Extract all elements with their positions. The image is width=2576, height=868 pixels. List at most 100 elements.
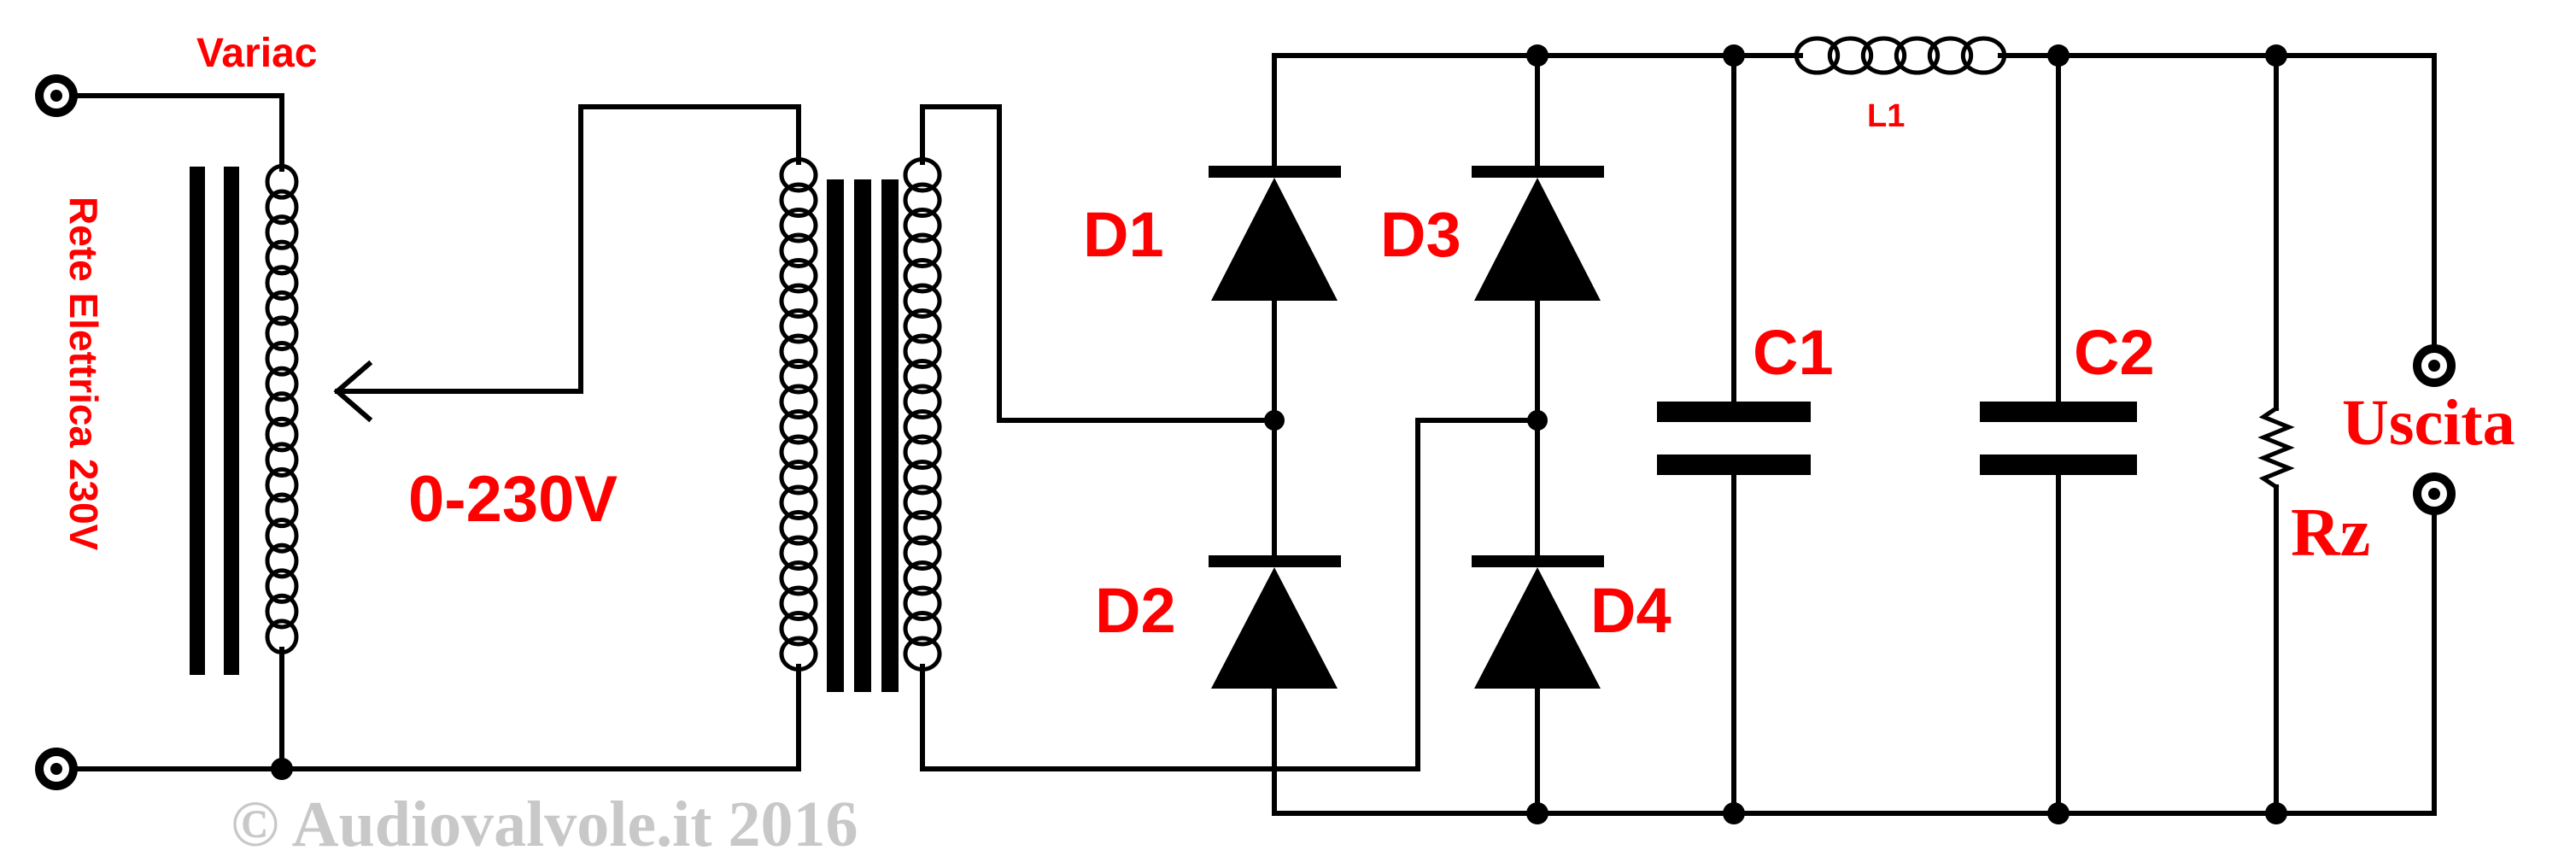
transformer-core-bar-1 — [827, 179, 844, 692]
coil-turn — [903, 459, 942, 496]
coil-turn — [779, 408, 818, 445]
coil-turn — [1927, 36, 1974, 75]
coil-turn — [265, 341, 299, 377]
coil-turn — [1860, 36, 1907, 75]
coil-turn — [903, 182, 942, 219]
voltage-range-label: 0-230V — [408, 463, 618, 536]
coil-turn — [903, 484, 942, 521]
diode-d1-label: D1 — [1083, 199, 1164, 270]
bridge-rectifier — [1209, 53, 2437, 816]
diode-d1[interactable] — [1209, 166, 1341, 301]
coil-turn — [903, 434, 942, 471]
coil-turn — [265, 593, 299, 630]
diode-d2-label: D2 — [1095, 575, 1176, 646]
coil-turn — [265, 265, 299, 301]
coil-turn — [779, 283, 818, 320]
capacitor-c1-label: C1 — [1753, 317, 1834, 388]
capacitor-c2-label: C2 — [2074, 317, 2155, 388]
coil-turn — [903, 560, 942, 596]
variac-wiper-arrowhead — [333, 360, 373, 423]
load-and-output — [2257, 53, 2456, 816]
transformer-secondary-winding — [903, 156, 942, 672]
coil-turn — [265, 366, 299, 402]
coil-turn — [903, 207, 942, 243]
coil-turn — [265, 518, 299, 554]
transformer-core-bar-3 — [881, 179, 899, 692]
coil-turn — [265, 189, 299, 226]
coil-turn — [779, 535, 818, 572]
coil-turn — [265, 239, 299, 276]
coil-turn — [779, 207, 818, 243]
coil-turn — [903, 308, 942, 344]
coil-turn — [779, 308, 818, 344]
coil-turn — [779, 333, 818, 370]
coil-turn — [265, 568, 299, 604]
coil-turn — [903, 585, 942, 622]
variac-winding — [265, 163, 299, 655]
variac-top-lead — [71, 93, 284, 172]
diode-d4-label: D4 — [1590, 575, 1671, 646]
capacitor-c2[interactable] — [1980, 53, 2137, 816]
variac-core-bar-1 — [190, 167, 205, 675]
variac-wiper[interactable] — [335, 104, 801, 394]
coil-turn — [903, 610, 942, 647]
coil-turn — [903, 358, 942, 395]
coil-turn — [903, 509, 942, 546]
coil-turn — [265, 466, 299, 503]
coil-turn — [779, 459, 818, 496]
coil-turn — [1827, 36, 1874, 75]
coil-turn — [779, 484, 818, 521]
junction-dots — [271, 44, 2287, 824]
diode-d3[interactable] — [1472, 166, 1604, 301]
coil-turn — [903, 283, 942, 320]
resistor-rz-label: Rz — [2291, 496, 2370, 571]
coil-turn — [903, 535, 942, 572]
mains-label: Rete Elettrica 230V — [61, 196, 106, 551]
coil-turn — [265, 214, 299, 250]
diode-d3-label: D3 — [1380, 199, 1461, 270]
negative-rail — [1272, 510, 2437, 816]
variac — [71, 93, 801, 771]
variac-core-bar-2 — [224, 167, 239, 675]
coil-turn — [265, 391, 299, 427]
inductor-l1[interactable] — [1794, 36, 2007, 75]
coil-turn — [903, 257, 942, 294]
diode-d4[interactable] — [1472, 555, 1604, 689]
primary-bottom-lead — [279, 664, 801, 771]
coil-turn — [779, 358, 818, 395]
transformer-primary-winding — [779, 156, 818, 672]
filter-network — [1657, 36, 2437, 816]
coil-turn — [265, 416, 299, 453]
coil-turn — [779, 560, 818, 596]
isolation-transformer — [279, 104, 1540, 771]
coil-turn — [265, 290, 299, 326]
inductor-l1-label: L1 — [1867, 98, 1905, 134]
resistor-rz[interactable] — [2257, 53, 2295, 816]
coil-turn — [779, 257, 818, 294]
coil-turn — [265, 492, 299, 529]
coil-turn — [779, 232, 818, 269]
coil-turn — [265, 542, 299, 579]
coil-turn — [779, 384, 818, 420]
coil-turn — [265, 619, 299, 655]
output-label: Uscita — [2342, 387, 2515, 459]
copyright-watermark: © Audiovalvole.it 2016 — [231, 789, 858, 860]
secondary-bottom-lead — [920, 418, 1540, 771]
coil-turn — [903, 408, 942, 445]
coil-turn — [903, 232, 942, 269]
output-terminals — [2413, 344, 2456, 515]
coil-turn — [265, 315, 299, 352]
coil-turn — [265, 163, 299, 200]
coil-turn — [265, 442, 299, 478]
capacitor-c1[interactable] — [1657, 53, 1811, 816]
coil-turn — [779, 509, 818, 546]
coil-turn — [779, 434, 818, 471]
coil-turn — [903, 384, 942, 420]
coil-turn — [779, 182, 818, 219]
coil-turn — [779, 585, 818, 622]
transformer-core-bar-2 — [854, 179, 871, 692]
diode-d2[interactable] — [1209, 555, 1341, 689]
secondary-top-lead — [920, 104, 1277, 423]
coil-turn — [779, 610, 818, 647]
